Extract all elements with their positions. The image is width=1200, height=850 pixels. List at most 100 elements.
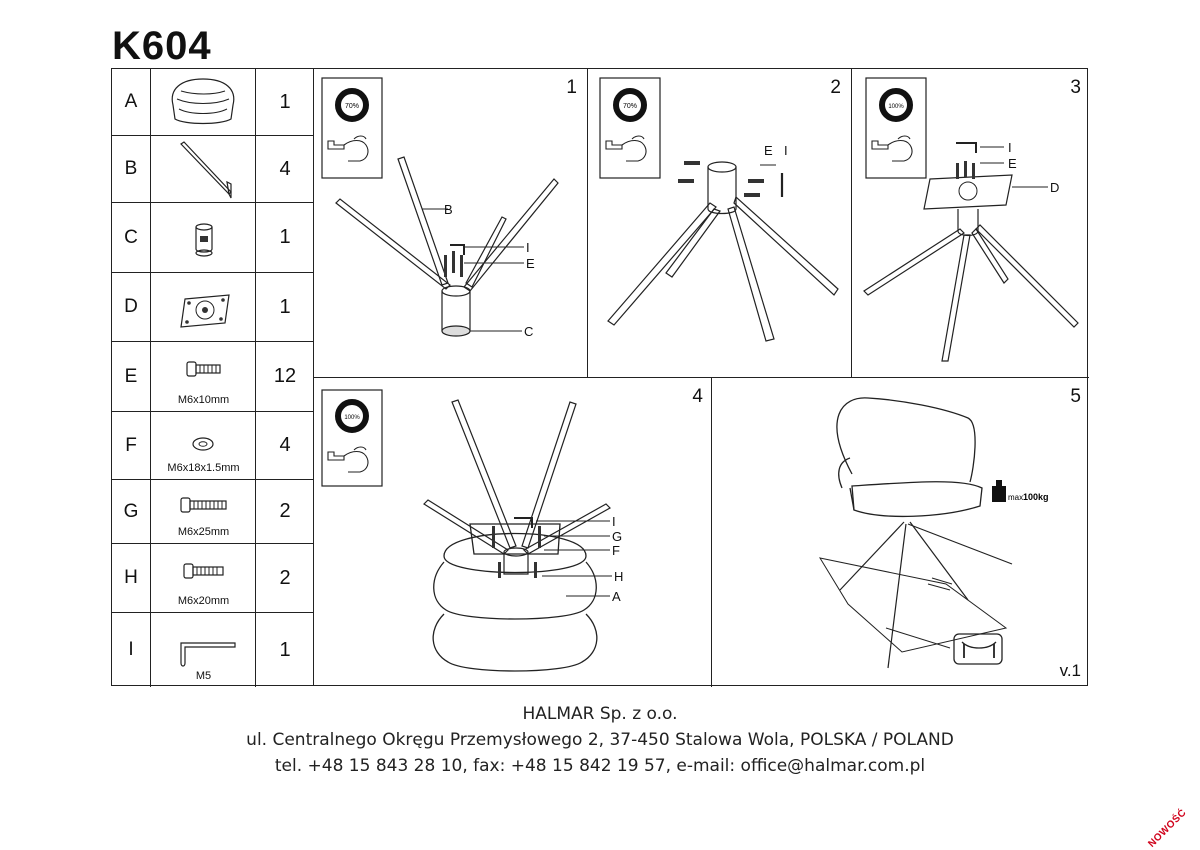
part-qty: 2 (279, 500, 291, 522)
step-4-diagram: 100% (321, 389, 623, 672)
parts-table: A 1 B 4 C (112, 69, 314, 687)
part-letter: I (112, 613, 151, 687)
bolt-icon: M6x20mm (151, 544, 256, 612)
footer-contact: tel. +48 15 843 28 10, fax: +48 15 842 1… (274, 756, 926, 776)
step-number: 3 (1070, 77, 1081, 98)
part-letter: G (112, 480, 151, 543)
part-row-e: E M6x10mm 12 (112, 342, 314, 412)
bolts (444, 251, 463, 277)
part-row-h: H M6x20mm 2 (112, 544, 314, 613)
floor-protection-icon (953, 633, 1003, 665)
part-qty: 1 (279, 226, 291, 248)
version-label: v.1 (1059, 661, 1081, 680)
weight-icon: max 100kg (992, 480, 1049, 502)
label-a: A (612, 589, 621, 604)
step-1-panel: 1 70% (314, 69, 588, 378)
washer-icon: M6x18x1.5mm (151, 412, 256, 479)
part-row-f: F M6x18x1.5mm 4 (112, 412, 314, 480)
legs (423, 399, 611, 555)
label-i: I (612, 514, 616, 529)
label-i: I (526, 240, 530, 255)
hub (957, 209, 979, 237)
step-number: 5 (1070, 386, 1081, 407)
label-f: F (612, 543, 620, 558)
bolts (678, 161, 764, 197)
part-qty: 1 (279, 90, 291, 113)
part-letter: A (112, 69, 151, 135)
step-5-diagram: max 100kg (818, 397, 1049, 669)
part-qty: 4 (279, 157, 291, 180)
torque-icon: 100% (879, 88, 913, 122)
bolts (492, 526, 541, 578)
step-2-diagram: 70% E I (599, 77, 839, 342)
part-dimension: M6x10mm (177, 394, 230, 406)
part-qty: 1 (279, 638, 291, 661)
part-qty: 12 (273, 365, 297, 387)
bolt-icon: M6x10mm (151, 342, 256, 411)
torque-label: 100% (888, 104, 904, 110)
instruction-sheet: A 1 B 4 C (111, 68, 1089, 687)
step-3-diagram: 100% (863, 77, 1079, 362)
part-row-c: C 1 (112, 203, 314, 273)
legs (607, 195, 839, 342)
step-number: 4 (692, 386, 703, 407)
new-product-stamp: NOWOŚĆ (1146, 807, 1189, 850)
part-row-a: A 1 (112, 69, 314, 136)
part-qty: 4 (279, 434, 291, 456)
part-row-b: B 4 (112, 136, 314, 203)
label-b: B (444, 202, 453, 217)
label-h: H (614, 569, 623, 584)
part-qty: 1 (279, 295, 291, 318)
leg-icon (151, 136, 256, 202)
document-title: K604 (112, 24, 212, 68)
legs (863, 224, 1079, 362)
mounting-plate-icon (151, 273, 256, 341)
step-number: 1 (566, 77, 577, 98)
legs (839, 521, 1013, 669)
part-dimension: M6x20mm (177, 595, 230, 607)
torque-icon: 70% (335, 88, 369, 122)
part-letter: B (112, 136, 151, 202)
hand-wrench-icon (327, 135, 369, 162)
footer-company: HALMAR Sp. z o.o. (522, 704, 678, 724)
torque-label: 70% (345, 103, 359, 110)
step-5-panel: 5 max 100kg (712, 378, 1089, 687)
seat-shell-icon (151, 69, 256, 135)
step-3-panel: 3 100% (852, 69, 1089, 378)
part-letter: E (112, 342, 151, 411)
swivel-hub-icon (151, 203, 256, 272)
hand-wrench-icon (327, 446, 369, 473)
bolt-icon: M6x25mm (151, 480, 256, 543)
allen-key-icon: M5 (151, 613, 256, 687)
label-c: C (524, 324, 533, 339)
part-row-i: I M5 1 (112, 613, 314, 687)
max-load-prefix: max (1008, 493, 1023, 502)
part-dimension: M6x25mm (177, 526, 230, 538)
label-e: E (764, 143, 773, 158)
max-load-value: 100kg (1023, 492, 1049, 502)
label-d: D (1050, 180, 1059, 195)
label-g: G (612, 529, 622, 544)
hub (707, 161, 737, 215)
hub (441, 285, 471, 337)
seat-stack (432, 523, 598, 672)
part-letter: F (112, 412, 151, 479)
step-number: 2 (830, 77, 841, 98)
step-2-panel: 2 70% (588, 69, 852, 378)
step-1-diagram: 70% (321, 77, 559, 339)
part-dimension: M5 (195, 670, 212, 682)
torque-icon: 100% (335, 399, 369, 433)
part-letter: H (112, 544, 151, 612)
hand-wrench-icon (871, 135, 913, 162)
hand-wrench-icon (605, 135, 647, 162)
bolts (956, 161, 975, 179)
torque-label: 100% (344, 415, 360, 421)
torque-icon: 70% (613, 88, 647, 122)
step-4-panel: 4 100% (314, 378, 712, 687)
label-e: E (1008, 156, 1017, 171)
part-letter: C (112, 203, 151, 272)
footer-address: ul. Centralnego Okręgu Przemysłowego 2, … (246, 730, 954, 750)
torque-label: 70% (623, 103, 637, 110)
part-row-g: G M6x25mm 2 (112, 480, 314, 544)
part-dimension: M6x18x1.5mm (167, 462, 240, 474)
